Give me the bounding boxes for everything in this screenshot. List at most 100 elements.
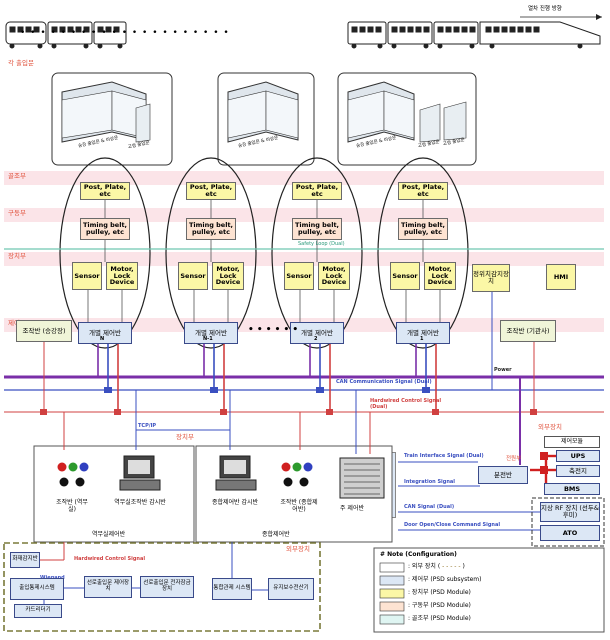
- drive-box-n1: Timing belt, pulley, etc: [186, 218, 236, 240]
- frame-box-2: Post, Plate, etc: [292, 182, 342, 200]
- can-comm-label: CAN Communication Signal (Dual): [336, 379, 432, 385]
- hmi-box: HMI: [546, 264, 576, 290]
- frame-box-n1: Post, Plate, etc: [186, 182, 236, 200]
- sensor-box-2: Sensor: [284, 262, 314, 290]
- panel-box-n1: 개별 제어반: [184, 322, 238, 344]
- ups-box: UPS: [556, 450, 600, 462]
- station-room-label: 역무실제어반: [92, 531, 126, 538]
- main-panel-label: 주 제어반: [340, 505, 364, 512]
- motor-box-2: Motor, Lock Device: [318, 262, 350, 290]
- section-device-mid: 장치부: [176, 433, 194, 441]
- door-group-2: [217, 72, 315, 166]
- train-interface-label: Train Interface Signal (Dual): [404, 453, 484, 459]
- section-device: 장치부: [8, 252, 26, 260]
- hw-nodes: [40, 409, 537, 415]
- middle-dots: • • • • • •: [248, 325, 299, 335]
- power-label: Power: [494, 367, 512, 373]
- external-dashed-box: [3, 542, 321, 632]
- station-monitor-label: 역무실조작반 감시반: [114, 499, 166, 506]
- legend-frame: [373, 547, 605, 633]
- panel-box-n: 개별 제어반: [78, 322, 132, 344]
- control-module-box: 제어모듈: [544, 436, 600, 448]
- hardwired-single-label: Hardwired Control Signal: [74, 556, 146, 562]
- rf-dashed-box: [531, 497, 605, 547]
- hardwired-label: Hardwired Control Signal (Dual): [370, 398, 442, 410]
- legend-swatches: [379, 562, 405, 625]
- power-section-label: 전원부: [506, 456, 522, 462]
- button-panel-integrated: [281, 462, 313, 487]
- rf-device-box: 지상 RF 장치 (선두&후미): [540, 502, 600, 522]
- monitor-icon-station: [119, 455, 161, 491]
- integration-label: Integration Signal: [404, 479, 456, 485]
- door-group-1: [51, 72, 173, 166]
- card-reader-box: 카드리더기: [14, 604, 62, 618]
- can-signal-label: CAN Signal (Dual): [404, 504, 455, 510]
- section-frame: 골조부: [8, 172, 26, 180]
- sensor-box-n1: Sensor: [178, 262, 208, 290]
- local-panel-right: 조작반 (기관사): [500, 320, 556, 342]
- bms-box: BMS: [544, 483, 600, 495]
- column-links: [87, 200, 441, 322]
- sensor-box-n: Sensor: [72, 262, 102, 290]
- main-panel-rack-icon: [339, 457, 385, 499]
- frame-box-n: Post, Plate, etc: [80, 182, 130, 200]
- panel-box-2: 개별 제어반: [290, 322, 344, 344]
- train-left: [5, 21, 127, 49]
- central-monitor-label: 종합제어반 감시반: [211, 499, 259, 506]
- tcp-ip-label: TCP/IP: [138, 423, 157, 429]
- door-cmd-label: Door Open/Close Command Signal: [404, 522, 501, 528]
- access-control-box: 출입통제시스템: [10, 578, 64, 600]
- monitor-icon-central: [215, 455, 257, 491]
- door-line-box: 선로출입문 제어장치: [84, 576, 132, 598]
- section-external-bottom: 외부장치: [286, 545, 310, 553]
- stop-detect-box: 정위치감지장치: [472, 264, 510, 292]
- section-drive: 구동부: [8, 209, 26, 217]
- section-doors: 각 출입문: [8, 59, 34, 67]
- bus-nodes: [104, 387, 430, 393]
- legend-item-4: : 골조부 (PSD Module): [408, 615, 471, 622]
- local-panel-left: 조작반 (승강장): [16, 320, 72, 342]
- frame-box-1: Post, Plate, etc: [398, 182, 448, 200]
- panel-drops: [43, 292, 535, 465]
- sensor-box-1: Sensor: [390, 262, 420, 290]
- legend-item-0: : 외부 장치 ( - - - - - ): [408, 563, 465, 570]
- station-room-frame: [33, 445, 195, 543]
- direction-label: 열차 진행 방향: [528, 6, 562, 12]
- equip-links: [63, 390, 540, 531]
- train-dots: • • • • • • • • • • • • • • • • • • • • …: [20, 28, 230, 38]
- panel-index-1: 1: [420, 336, 424, 342]
- legend-item-1: : 제어부 (PSD subsystem): [408, 576, 482, 583]
- train-right: [347, 21, 601, 49]
- panel-index-2: 2: [314, 336, 318, 342]
- band-frame: [4, 171, 604, 185]
- legend-item-3: : 구동부 (PSD Module): [408, 602, 471, 609]
- drive-box-1: Timing belt, pulley, etc: [398, 218, 448, 240]
- op-integrated-label: 조작반 (종합제어반): [280, 499, 318, 513]
- legend-item-2: : 장치부 (PSD Module): [408, 589, 471, 596]
- maintenance-box: 유지보수전산기: [268, 578, 314, 600]
- door-group-3: [337, 72, 477, 166]
- module-ellipses: [59, 157, 469, 349]
- safety-loop-label: Safety Loop (Dual): [298, 241, 345, 247]
- drive-box-n: Timing belt, pulley, etc: [80, 218, 130, 240]
- panel-index-n1: N-1: [203, 336, 213, 342]
- battery-box: 축전지: [556, 465, 600, 477]
- fire-alarm-box: 화재감지반: [10, 552, 40, 568]
- button-panel-station: [57, 462, 89, 487]
- op-station-label: 조작반 (역무실): [56, 499, 88, 513]
- motor-box-n: Motor, Lock Device: [106, 262, 138, 290]
- motor-box-n1: Motor, Lock Device: [212, 262, 244, 290]
- door-line-alarm-box: 선로출입문 전자잠금장치: [140, 576, 194, 598]
- drive-box-2: Timing belt, pulley, etc: [292, 218, 342, 240]
- band-drive: [4, 208, 604, 222]
- legend-title: # Note (Configuration): [380, 551, 457, 558]
- section-external-right: 외부장치: [538, 423, 562, 431]
- motor-box-1: Motor, Lock Device: [424, 262, 456, 290]
- integrated-system-box: 통합관제 시스템: [212, 578, 252, 600]
- ato-box: ATO: [540, 525, 600, 541]
- distribution-box: 분전반: [478, 466, 528, 484]
- panel-index-n: N: [100, 336, 105, 342]
- panel-box-1: 개별 제어반: [396, 322, 450, 344]
- integrated-room-label: 종합제어반: [262, 531, 290, 538]
